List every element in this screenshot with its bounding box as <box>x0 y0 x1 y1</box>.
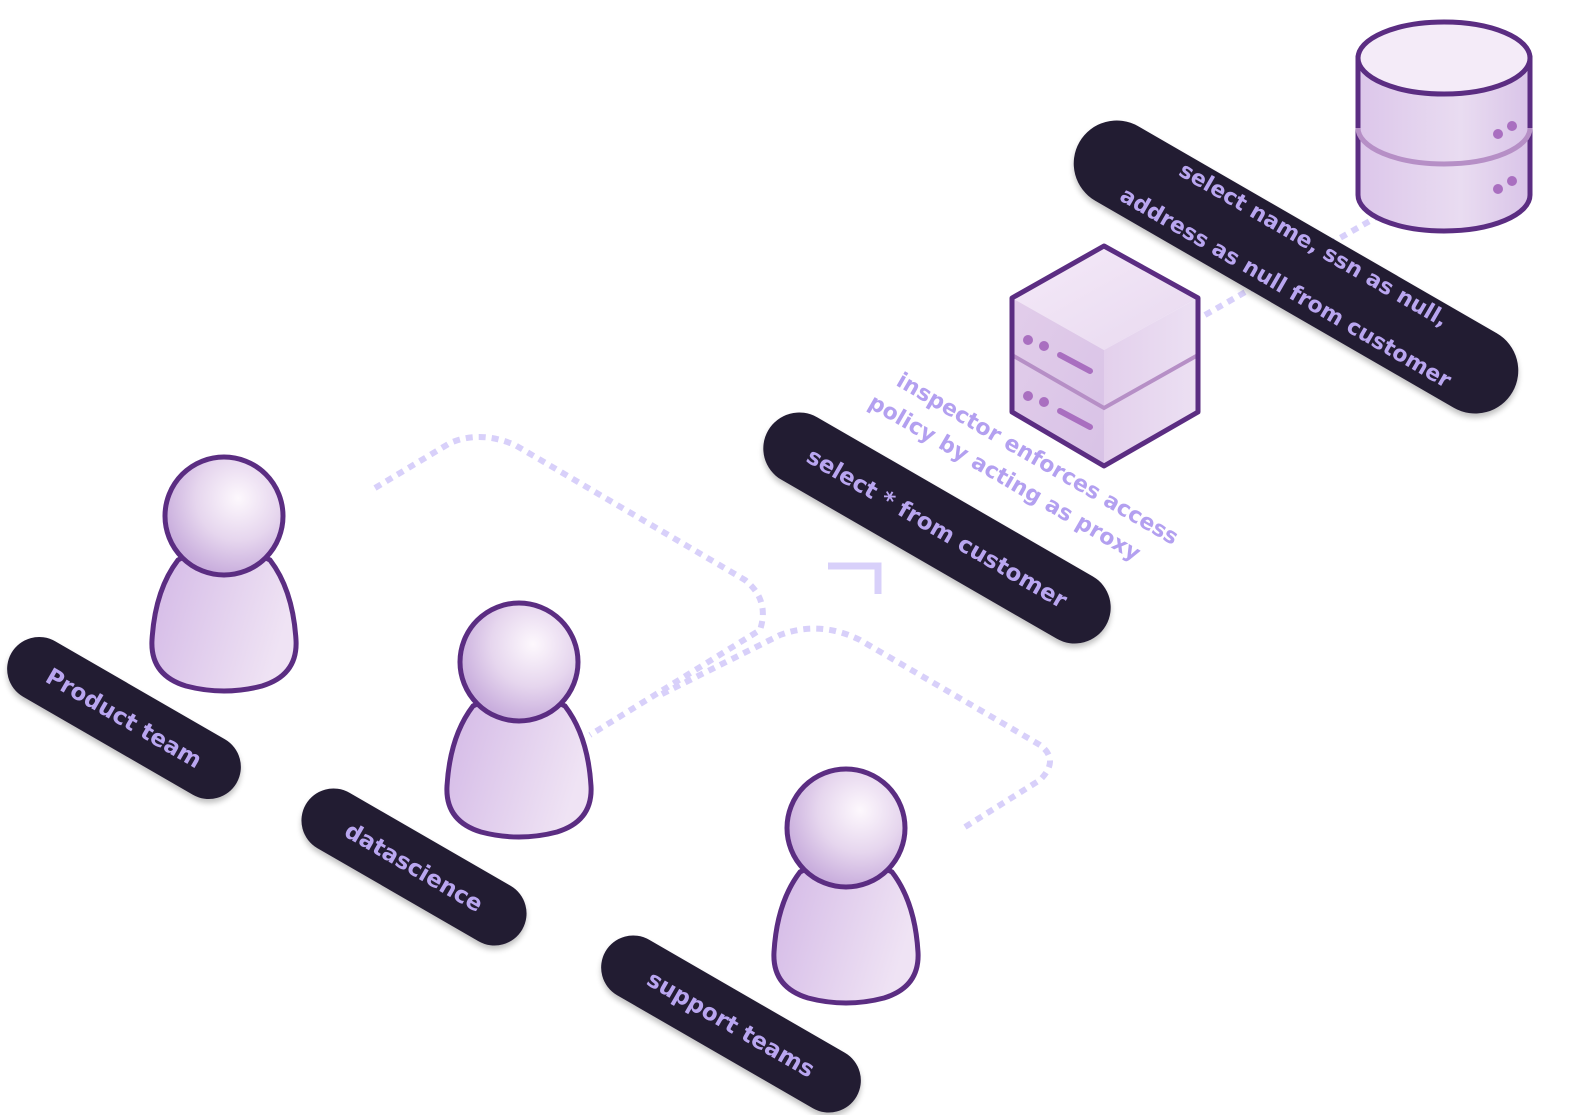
person-icon <box>771 766 921 1006</box>
arrow-icon <box>828 562 882 594</box>
person-icon <box>444 600 594 840</box>
server-icon <box>1009 243 1201 469</box>
user-support-teams: support teams <box>601 766 921 1113</box>
user-product-team: Product team <box>7 454 299 799</box>
user-datascience: datascience <box>301 600 594 946</box>
dashed-path-support <box>658 625 1053 830</box>
person-icon <box>149 454 299 694</box>
database-icon <box>1355 19 1533 234</box>
